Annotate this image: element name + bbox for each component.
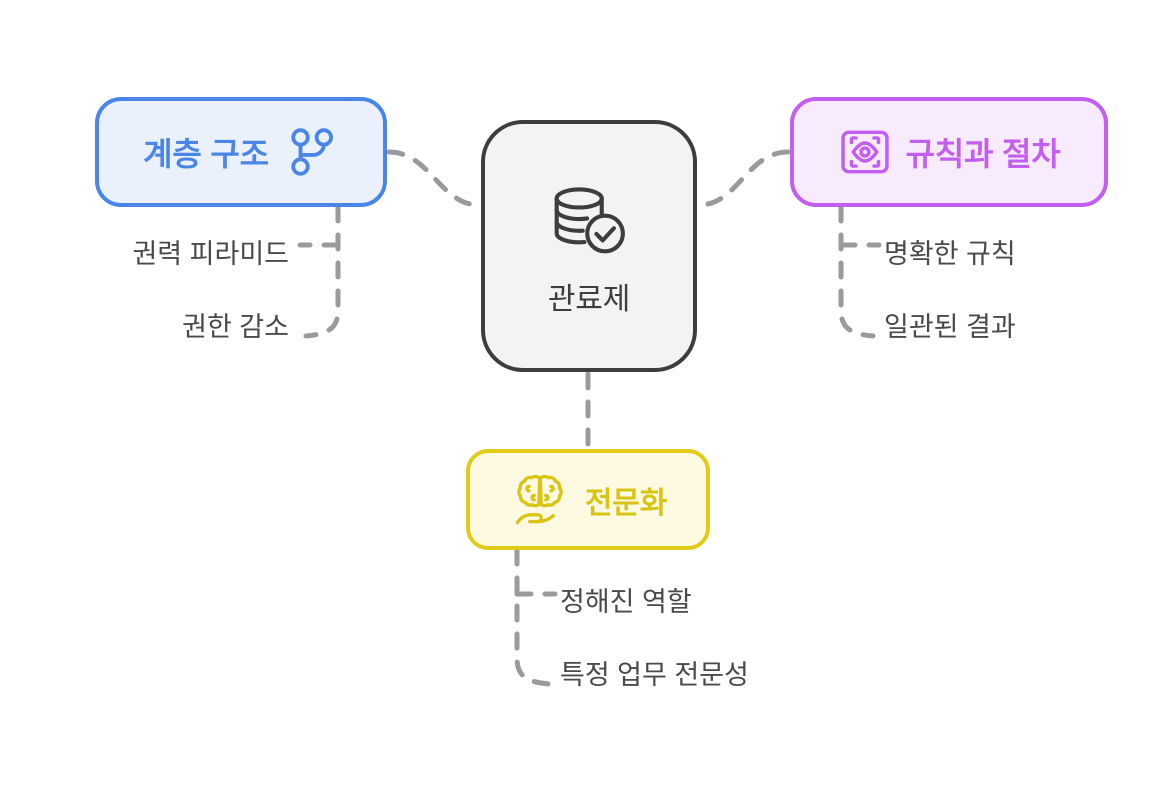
branch-rules-spine (838, 204, 876, 339)
sub-item-specialization-1: 특정 업무 전문성 (560, 660, 749, 690)
branch-node-specialization-label: 전문화 (584, 486, 668, 520)
sub-item-rules-1: 일관된 결과 (884, 312, 1016, 342)
sub-item-hierarchy-1: 권한 감소 (182, 312, 289, 342)
branch-node-hierarchy[interactable]: 계층 구조 (95, 97, 387, 207)
eye-scan-icon (840, 130, 889, 174)
central-node-label: 관료제 (547, 283, 631, 316)
central-node[interactable]: 관료제 (481, 120, 697, 372)
branch-node-rules-label: 규칙과 절차 (905, 136, 1061, 172)
connector-rules-to-central (696, 149, 791, 208)
branch-hierarchy-spine (303, 204, 341, 339)
branch-node-rules[interactable]: 규칙과 절차 (790, 97, 1108, 207)
brain-hand-icon (515, 474, 563, 524)
branch-node-hierarchy-label: 계층 구조 (143, 136, 269, 172)
sub-item-rules-0: 명확한 규칙 (884, 239, 1016, 269)
sub-item-hierarchy-0: 권력 피라미드 (132, 239, 289, 269)
git-branch-icon (291, 128, 333, 176)
connector-hierarchy-to-central (386, 149, 482, 208)
database-check-icon (554, 187, 625, 254)
sub-item-specialization-0: 정해진 역할 (560, 587, 692, 617)
branch-node-specialization[interactable]: 전문화 (466, 449, 710, 550)
branch-specialization-spine (514, 547, 552, 687)
